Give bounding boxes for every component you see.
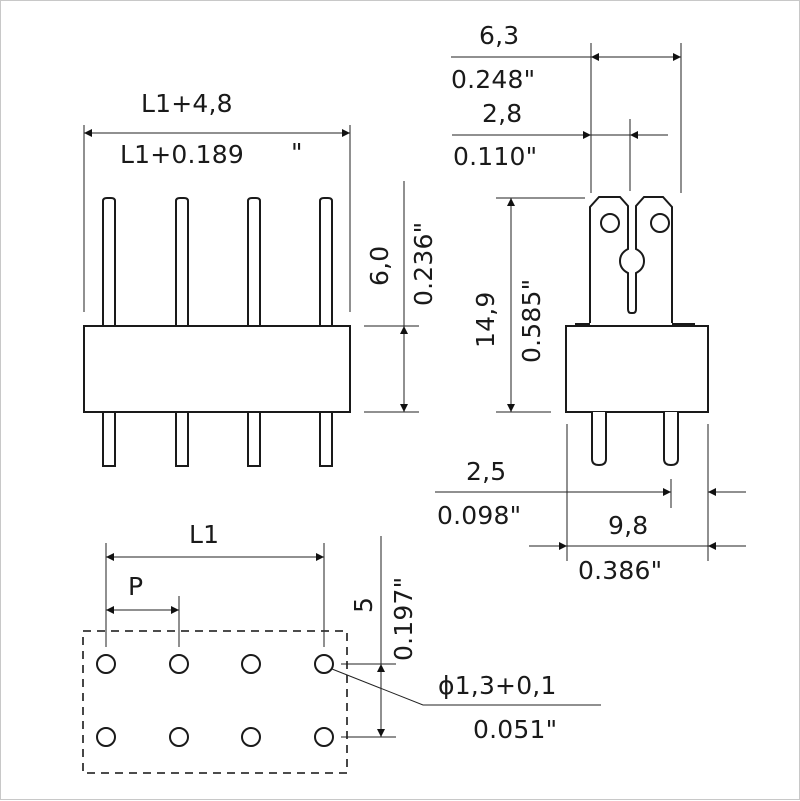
front-width-in-unit: " — [291, 138, 303, 167]
total-height-in-label: 0.585" — [517, 278, 546, 363]
pin-height-in-label: 0.236" — [409, 221, 438, 306]
side-view — [435, 43, 746, 561]
row-spacing-mm-label: 5 — [349, 596, 378, 613]
tab-offset-in-label: 0.110" — [453, 142, 538, 171]
footprint-length-label: L1 — [189, 520, 220, 549]
lower-pins — [102, 411, 333, 467]
pitch-label: P — [128, 572, 144, 601]
pin-offset-in-label: 0.098" — [437, 501, 522, 530]
footprint-view — [82, 536, 601, 774]
side-body — [565, 325, 709, 413]
connector-body — [83, 325, 351, 413]
tab-offset-mm-label: 2,8 — [482, 99, 523, 128]
body-depth-in-label: 0.386" — [578, 556, 663, 585]
front-width-in-label: L1+0.189 — [120, 140, 244, 169]
hole-diameter-in-label: 0.051" — [473, 715, 558, 744]
left-tab — [589, 196, 673, 323]
tab-width-in-label: 0.248" — [451, 65, 536, 94]
pin-offset-mm-label: 2,5 — [466, 457, 507, 486]
row-spacing-in-label: 0.197" — [389, 576, 418, 661]
holes — [96, 654, 334, 747]
front-width-mm-label: L1+4,8 — [141, 89, 233, 118]
upper-pins — [102, 197, 333, 327]
hole-diameter-mm-label: ϕ1,3+0,1 — [438, 671, 557, 700]
body-depth-mm-label: 9,8 — [608, 511, 649, 540]
total-height-mm-label: 14,9 — [471, 291, 500, 348]
front-view — [83, 125, 419, 467]
tab-width-mm-label: 6,3 — [479, 21, 520, 50]
pin-height-mm-label: 6,0 — [365, 245, 394, 286]
